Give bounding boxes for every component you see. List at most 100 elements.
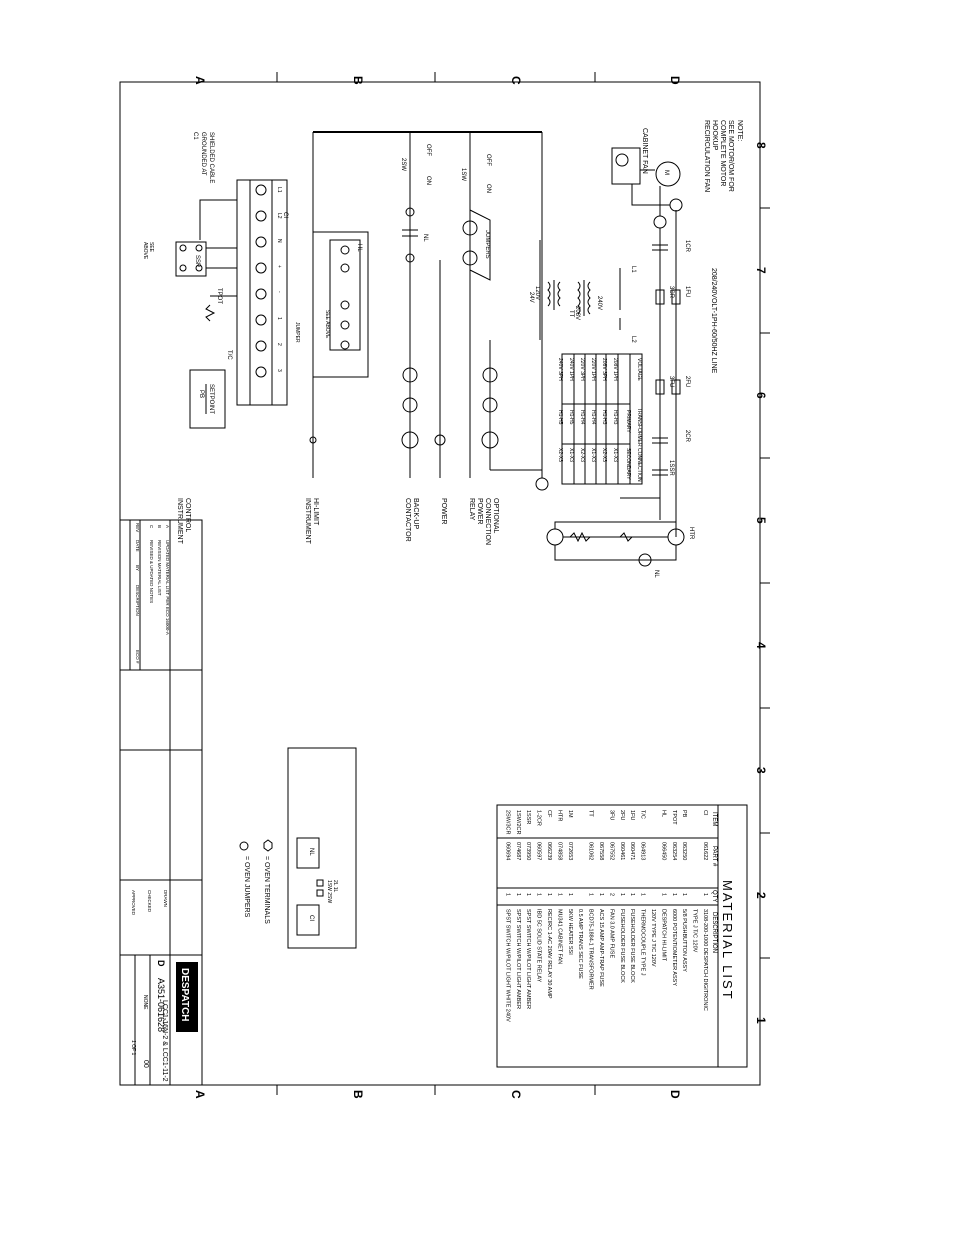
ci-terminal-label: 2	[276, 343, 282, 346]
jumpers-label: JUMPERS	[484, 230, 490, 259]
ml-qty: 1	[660, 893, 666, 896]
ml-part: 060694	[504, 842, 510, 860]
zone-number: 4	[754, 642, 768, 649]
branch-label: POWER	[440, 498, 447, 524]
ml-qty: 1	[629, 893, 635, 896]
zone-letter: B	[351, 1090, 365, 1099]
ci-terminal-label: 3	[276, 369, 282, 372]
ml-description: TYPE J T/C 120V	[692, 909, 698, 953]
tt-secondary: X2-X3	[557, 448, 563, 462]
fuse-label: 2FU	[684, 376, 690, 387]
ci-terminal	[255, 288, 267, 300]
see-above: SEE	[148, 242, 154, 253]
sensor-block: TPOT T/C SETPOINT PB JUMPER	[189, 288, 300, 429]
ml-part: 074858	[556, 842, 562, 860]
ml-qty: 1	[702, 893, 708, 896]
approval: DRAWN	[163, 890, 168, 907]
ml-part: 060461	[619, 842, 625, 860]
ci-terminal	[255, 262, 267, 274]
ml-item: CI	[702, 810, 708, 816]
ml-item: T/C	[640, 810, 646, 819]
branch-label: HI-LIMIT	[312, 498, 319, 526]
tt-primary: H1-H4	[579, 410, 585, 425]
heater-label: HTR	[688, 527, 694, 540]
zone-ticks	[276, 72, 770, 1095]
ml-item: 2FU	[619, 810, 625, 820]
ml-part: 072653	[567, 842, 573, 860]
ml-item: 1SW/2CR	[515, 810, 521, 834]
ml-description: MU341 CABINET FAN	[556, 909, 562, 964]
tt-subheader: PRIMARY	[625, 410, 631, 433]
company-name: DESPATCH	[179, 968, 190, 1022]
zone-letters-top: A B C D	[193, 76, 682, 85]
ml-header: QTY	[711, 890, 717, 902]
ml-qty: 1	[567, 893, 573, 896]
ml-qty: 1	[504, 893, 510, 896]
ml-qty: 1	[515, 893, 521, 896]
transformer: 240V 208V 120V 24V TT L1 L2	[528, 240, 636, 343]
tt-primary: H1-H5	[557, 410, 563, 425]
transformer-table	[561, 353, 643, 485]
fuse-label: 3CR	[668, 286, 674, 299]
ml-part: 061062	[588, 842, 594, 860]
note-line: COMPLETE MOTOR	[719, 120, 726, 186]
tt-secondary: X2-X3	[579, 448, 585, 462]
ml-qty: 1	[556, 893, 562, 896]
branch-label: RELAY	[468, 498, 475, 521]
branch-label: OPTIONAL	[492, 498, 499, 534]
ml-description: SPST SWITCH W/PILOT LIGHT WHITE 240V	[504, 909, 510, 1022]
branch-labels: OPTIONAL CONNECTION POWER RELAY POWER BA…	[176, 498, 499, 545]
branch-label: INSTRUMENT	[176, 498, 183, 545]
bus-labels: 1CR 1FU 2FU 3FU 2CR 1SSR 3CR	[668, 240, 690, 476]
rev-row-desc: UPDATED MATERIAL LIST PER ECO 16000-A	[165, 540, 170, 635]
ml-description: SPST SWITCH W/PILOT LIGHT AMBER	[515, 909, 521, 1009]
recirc-fan-motor	[655, 161, 681, 187]
ml-part: 060597	[536, 842, 542, 860]
zone-letter: D	[668, 76, 682, 85]
shield-line: GROUNDED AT	[200, 132, 206, 176]
setpoint-label: SETPOINT	[208, 384, 214, 414]
ml-qty: 1	[681, 893, 687, 896]
legend-nl: NL	[308, 848, 314, 856]
tt-voltage: 208V 1PH	[612, 358, 618, 381]
transformer-secondary: 24V	[528, 292, 534, 303]
tt-secondary: X1-X3	[590, 448, 596, 462]
ml-item: HTR	[556, 810, 562, 821]
ml-qty: 1	[671, 893, 677, 896]
ml-part: 067558	[598, 842, 604, 860]
ml-item: HL	[660, 810, 666, 817]
ml-item: TT	[588, 810, 594, 817]
note-line: RECIRCULATION FAN	[703, 120, 710, 192]
legend-switch: 1SW 2SW	[326, 880, 332, 903]
ml-description: 6000 POTENTIOMETER ASSY	[671, 909, 677, 986]
transformer-tt: TT	[568, 310, 574, 318]
heater-circuit: HTR NL	[535, 477, 694, 578]
bus-components	[652, 244, 681, 476]
title-block: DESPATCH D A351-061628 LCC1-16N-2 & LCC1…	[119, 519, 203, 1086]
shielded-cable-label: SHIELDED CABLE GROUNDED AT C1	[192, 132, 214, 183]
note-line: HOOKUP	[711, 120, 718, 151]
ml-part: 064913	[640, 842, 646, 860]
zone-number: 6	[754, 392, 768, 399]
heater-nl-label: NL	[653, 570, 659, 578]
ml-item: CF	[546, 810, 552, 818]
ml-description: 3108-200-1000 DESPATCH DIGITRONIC	[702, 909, 708, 1011]
zone-numbers: 8 7 6 5 4 3 2 1	[754, 142, 768, 1024]
power-bus	[620, 210, 677, 537]
branch-label: CONNECTION	[484, 498, 491, 545]
ci-terminal	[255, 184, 267, 196]
drawing-rev: 00	[142, 1060, 149, 1068]
ml-qty: 1	[525, 893, 531, 896]
motor-label: M	[663, 170, 669, 175]
ml-description: 120V TYPE J T/C 120V	[650, 909, 656, 967]
contactor-branch	[401, 131, 470, 478]
jumper-label: JUMPER	[294, 322, 300, 343]
ml-part: 074687	[515, 842, 521, 860]
ml-item: 2SW/3CR	[504, 810, 510, 834]
tt-header: VOLTAGE	[636, 358, 642, 382]
transformer-l1: L1	[630, 266, 636, 273]
branch-label: BACK-UP	[412, 498, 419, 529]
ml-description: RECIRC 1-AC 20AV RELAY 30 AMP	[546, 909, 552, 999]
zone-letter: C	[509, 76, 523, 85]
